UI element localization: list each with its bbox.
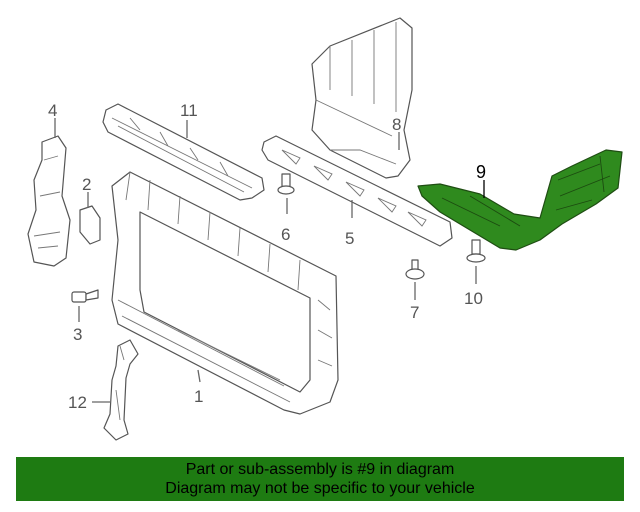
part-5-reinforcement[interactable]: 5 [261, 135, 453, 248]
callout-12: 12 [68, 393, 87, 412]
callout-11: 11 [180, 101, 198, 120]
part-10-bolt[interactable]: 10 [464, 239, 486, 308]
banner-line-2: Diagram may not be specific to your vehi… [165, 480, 475, 497]
part-6-bolt[interactable]: 6 [277, 173, 295, 244]
part-9-under-cover[interactable]: 9 [417, 149, 623, 251]
part-2-bracket[interactable]: 2 [79, 175, 101, 245]
callout-10: 10 [464, 289, 483, 308]
callout-7: 7 [410, 303, 419, 322]
callout-5: 5 [345, 229, 354, 248]
callout-6: 6 [281, 225, 290, 244]
callout-3: 3 [73, 325, 82, 344]
callout-1: 1 [194, 387, 203, 406]
callout-8: 8 [392, 115, 401, 134]
info-banner: Part or sub-assembly is #9 in diagram Di… [16, 457, 624, 501]
callout-9: 9 [476, 162, 486, 182]
banner-line-1: Part or sub-assembly is #9 in diagram [185, 461, 455, 478]
part-11-upper-cover[interactable]: 11 [102, 101, 265, 201]
callout-4: 4 [48, 101, 57, 120]
part-1-radiator-support[interactable]: 1 [111, 171, 339, 415]
callout-2: 2 [82, 175, 91, 194]
parts-diagram: 11 4 2 3 1 12 6 [27, 17, 623, 441]
part-3-bolt[interactable]: 3 [71, 289, 99, 344]
part-12-lower-bracket[interactable]: 12 [68, 339, 139, 441]
part-8-air-guide[interactable]: 8 [311, 17, 413, 179]
part-4-side-bracket[interactable]: 4 [27, 101, 71, 267]
part-7-clip[interactable]: 7 [405, 259, 425, 322]
